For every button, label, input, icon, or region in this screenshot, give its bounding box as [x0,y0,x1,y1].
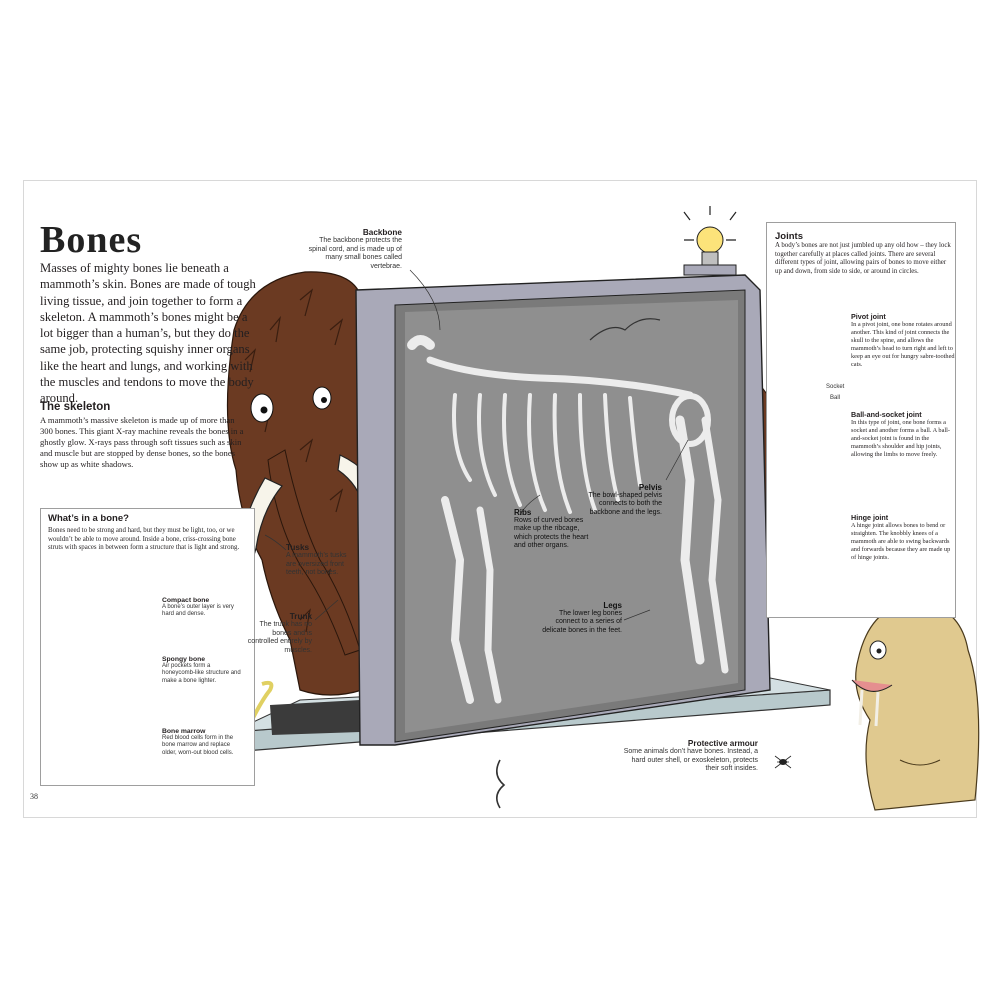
whats-in-bone-panel: What’s in a bone? Bones need to be stron… [40,508,255,786]
spider-icon [774,755,792,769]
joints-heading: Joints [775,231,803,242]
bone-marrow-label: Bone marrow Red blood cells form in the … [162,728,234,756]
hinge-joint-label: Hinge joint A hinge joint allows bones t… [851,513,951,561]
intro-paragraph: Masses of mighty bones lie beneath a mam… [40,261,256,406]
spongy-bone-label: Spongy bone Air pockets form a honeycomb… [162,656,241,684]
socket-label: Socket [826,384,845,390]
ribs-label: Ribs Rows of curved bones make up the ri… [514,508,589,550]
xray-machine [355,274,771,746]
page-title: Bones [40,219,143,261]
skeleton-body: A mammoth’s massive skeleton is made up … [40,415,244,469]
tusks-label: Tusks A mammoth’s tusks are oversized fr… [286,543,347,577]
worm-illustration [250,680,274,721]
legs-label: Legs The lower leg bones connect to a se… [542,601,622,634]
compact-bone-label: Compact bone A bone’s outer layer is ver… [162,597,234,618]
skeleton-heading: The skeleton [40,401,111,413]
ball-label: Ball [830,395,841,401]
whats-in-bone-heading: What’s in a bone? [48,513,129,524]
whats-in-bone-body: Bones need to be strong and hard, but th… [48,527,240,552]
page-number: 38 [30,792,38,801]
light-bulb-icon [683,206,737,276]
pelvis-label: Pelvis The bowl-shaped pelvis connects t… [588,483,662,516]
pivot-joint-label: Pivot joint In a pivot joint, one bone r… [851,312,955,368]
joints-body: A body’s bones are not just jumbled up a… [775,242,951,275]
trunk-label: Trunk The trunk has no bones and is cont… [247,612,312,654]
backbone-label: Backbone The backbone protects the spina… [308,228,402,270]
sabre-cat-illustration [851,601,980,811]
joints-panel: Joints A body’s bones are not just jumbl… [766,222,956,618]
protective-armour-label: Protective armour Some animals don’t hav… [623,739,758,773]
ball-socket-joint-label: Ball-and-socket joint In this type of jo… [851,410,950,458]
